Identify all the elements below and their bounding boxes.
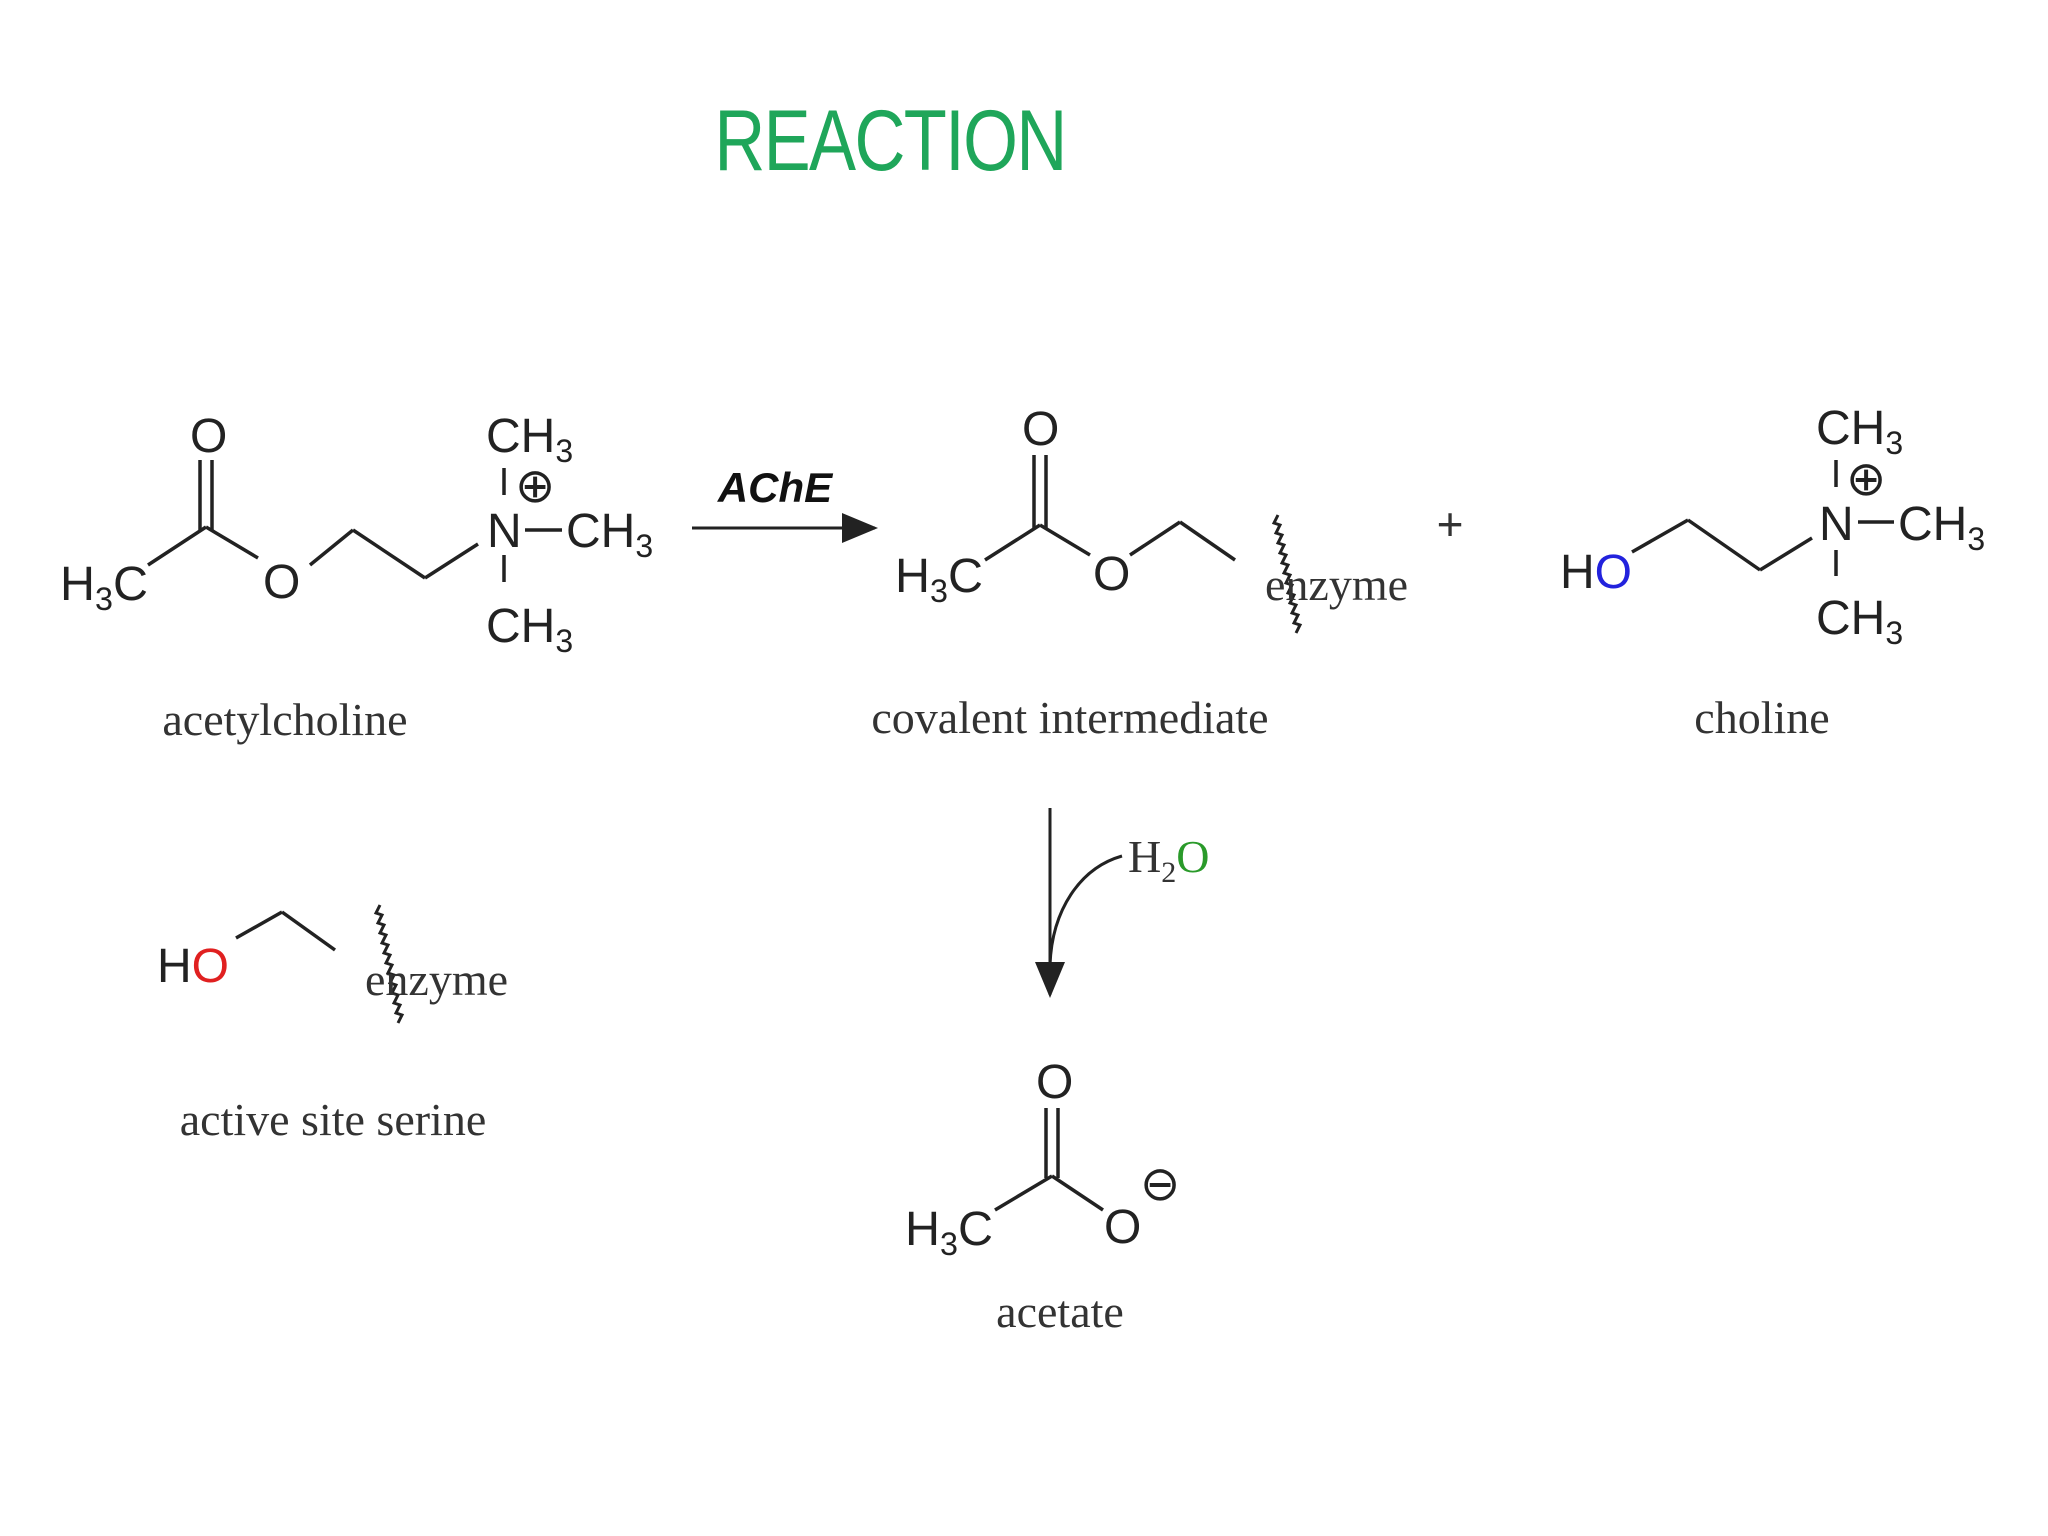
acetylcholine-methyl-group: H3C (60, 558, 148, 617)
active-site-serine-structure: HO (157, 904, 405, 1024)
slide-title: REACTION (714, 93, 1067, 189)
acetylcholine-methyl-top: CH3 (486, 410, 573, 469)
choline-methyl-bottom: CH3 (1816, 592, 1903, 651)
intermediate-enzyme-label: enzyme (1265, 559, 1408, 610)
serine-hydroxyl: HO (157, 940, 229, 993)
acetate-label: acetate (996, 1286, 1124, 1337)
choline-nitrogen: N (1819, 498, 1854, 551)
acetate-methyl-group: H3C (905, 1203, 993, 1262)
acetylcholine-ester-oxygen: O (263, 556, 300, 609)
serine-wavy-bond (373, 904, 405, 1024)
acetylcholine-label: acetylcholine (162, 694, 407, 745)
choline-methyl-top: CH3 (1816, 402, 1903, 461)
acetylcholine-structure: H3C O O N ⊕ CH3 CH3 CH3 (60, 410, 653, 659)
acetate-negative-charge: ⊖ (1140, 1158, 1180, 1211)
covalent-intermediate-label: covalent intermediate (871, 692, 1268, 743)
acetylcholine-methyl-bottom: CH3 (486, 600, 573, 659)
enzyme-label: AChE (717, 464, 834, 511)
choline-label: choline (1694, 692, 1829, 743)
acetylcholine-nitrogen: N (487, 505, 522, 558)
water-molecule: H2O (1128, 831, 1209, 889)
acetate-carbonyl-oxygen: O (1036, 1056, 1073, 1109)
acetylcholine-carbonyl-oxygen: O (190, 410, 227, 463)
acetylcholine-positive-charge: ⊕ (515, 460, 555, 513)
acetate-structure: H3C O O ⊖ (905, 1056, 1180, 1262)
intermediate-methyl-group: H3C (895, 550, 983, 609)
choline-hydroxyl: HO (1560, 546, 1632, 599)
intermediate-carbonyl-oxygen: O (1022, 403, 1059, 456)
serine-enzyme-label: enzyme (365, 954, 508, 1005)
choline-methyl-right: CH3 (1898, 498, 1985, 557)
plus-sign: + (1437, 498, 1464, 550)
active-site-serine-label: active site serine (180, 1094, 487, 1145)
acetate-anion-oxygen: O (1104, 1201, 1141, 1254)
acetylcholine-methyl-right: CH3 (566, 505, 653, 564)
covalent-intermediate-structure: H3C O O (895, 403, 1303, 634)
choline-structure: HO N ⊕ CH3 CH3 CH3 (1560, 402, 1985, 651)
enzyme-attachment-wavy (1271, 514, 1303, 634)
hydrolysis-arrow (1035, 808, 1123, 998)
intermediate-ester-oxygen: O (1093, 548, 1130, 601)
choline-positive-charge: ⊕ (1846, 453, 1886, 506)
